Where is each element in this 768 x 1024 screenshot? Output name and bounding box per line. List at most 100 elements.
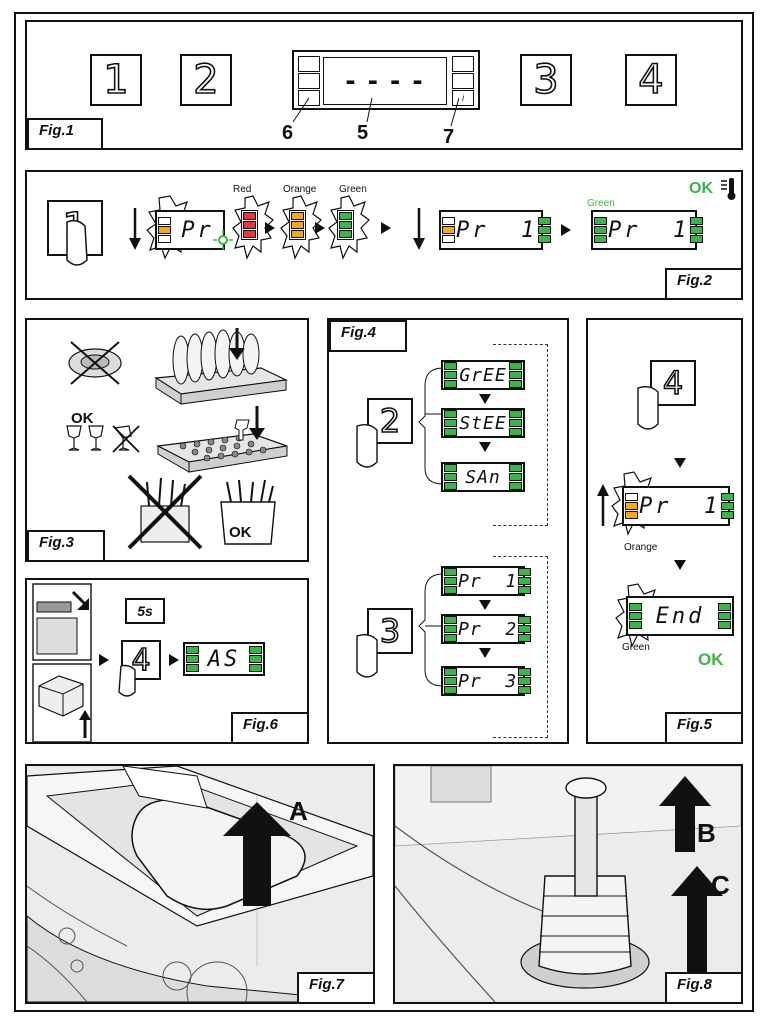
no-cutlery-basket-icon: [127, 474, 203, 550]
fig2-display-pr1-green-text: Pr 1: [608, 217, 690, 243]
step-arrow-down: [479, 600, 491, 610]
callout-6: 6: [282, 122, 294, 144]
fig2-label-orange: Orange: [283, 184, 317, 195]
fig5-display-pr1: Pr 1: [622, 486, 735, 526]
glasses-icon: [66, 425, 140, 453]
fig6-timer-box: 5s: [125, 598, 165, 624]
no-plate-icon: [68, 341, 122, 385]
fig8-illustration: [395, 766, 741, 1002]
down-arrow-icon: [413, 208, 425, 250]
step-arrow-down: [479, 394, 491, 404]
step-arrow-down: [479, 442, 491, 452]
callout-5: 5: [357, 122, 369, 144]
fig5-green-caption: Green: [622, 642, 650, 653]
fig2-display-pr: Pr: [155, 210, 225, 250]
led-column-red: [241, 210, 258, 240]
fig1-display-screen: - - - -: [323, 57, 447, 105]
ok-cutlery-basket-icon: [220, 479, 276, 545]
fig8-label: Fig.8: [665, 972, 741, 1002]
up-arrow-icon: [597, 484, 609, 526]
fig5-ok-text: OK: [698, 650, 724, 669]
fig4-key-2: 2: [367, 398, 413, 444]
fig5-display-end: End: [626, 596, 734, 636]
fig4-display-stee: StEE: [441, 408, 525, 438]
fig2-ok-text: OK: [689, 180, 713, 197]
fig4-display-pr1-text: Pr 1: [458, 570, 518, 592]
step-arrow: [99, 654, 109, 666]
fig4-loop-b: [493, 556, 548, 738]
fig4-bracket-b: [418, 573, 444, 687]
fig1-key-1: 1: [90, 54, 142, 106]
fig7-letter-a: A: [289, 796, 308, 826]
step-arrow-down: [674, 458, 686, 468]
info-icon: i: [452, 90, 474, 106]
step-arrow-down: [674, 560, 686, 570]
fig4-display-san: SAn: [441, 462, 525, 492]
finger-press-icon: [356, 423, 378, 468]
fig8-panel: B C Fig.8: [393, 764, 743, 1004]
finger-press-icon: [637, 385, 659, 430]
fig5-panel: 4 Pr 1 Orange End Green OK Fig.5: [586, 318, 743, 744]
glass-rack-icon: [156, 406, 288, 473]
thermometer-icon: [721, 178, 736, 200]
led-column-green: [337, 210, 354, 240]
fig6-display: AS: [183, 642, 265, 676]
machine-door-icon: [32, 583, 92, 661]
fig4-loop-a: [493, 344, 548, 526]
fig3-ok-small: OK: [71, 410, 94, 427]
finger-press-icon: [118, 664, 136, 697]
fig2-label-red: Red: [233, 184, 252, 195]
fig3-panel: OK OK Fig.3: [25, 318, 309, 562]
box-lift-icon: [32, 663, 92, 743]
step-arrow: [265, 222, 275, 234]
finger-press-icon: [66, 219, 88, 266]
fig1-display-text: - - - -: [345, 64, 425, 97]
fig8-letter-b: B: [697, 818, 716, 848]
finger-press-icon: [356, 633, 378, 678]
fig5-display-end-text: End: [655, 603, 705, 629]
fig5-orange-caption: Orange: [624, 542, 658, 553]
fig1-key-4: 4: [625, 54, 677, 106]
fig2-display-pr1-text: Pr 1: [456, 217, 538, 243]
plate-rack-icon: [154, 328, 289, 405]
fig4-display-pr1: Pr 1: [441, 566, 532, 596]
fig3-ok-box: OK: [229, 524, 252, 541]
fig2-label-green: Green: [339, 184, 367, 195]
fig2-display-pr1-green: Pr 1: [591, 210, 704, 250]
fig1-key-3: 3: [520, 54, 572, 106]
fig2-display-pr1-orange: Pr 1: [439, 210, 552, 250]
fig4-display-pr3-text: Pr 3: [458, 670, 518, 692]
led-column-orange: [289, 210, 306, 240]
fig6-label: Fig.6: [231, 712, 309, 744]
fig2-display-pr-text: Pr: [181, 217, 214, 243]
fig7-panel: A Fig.7: [25, 764, 375, 1004]
fig1-leader-lines: [292, 97, 460, 127]
fig2-panel: 1 Pr Red Orange Green: [25, 170, 743, 300]
fig1-control-panel: i - - - -: [292, 50, 480, 110]
step-arrow: [381, 222, 391, 234]
down-arrow-icon: [129, 208, 141, 250]
fig4-label: Fig.4: [329, 320, 407, 352]
fig5-label: Fig.5: [665, 712, 743, 744]
fig3-label: Fig.3: [27, 530, 105, 562]
fig4-display-san-text: SAn: [465, 466, 501, 488]
fig4-display-pr2: Pr 2: [441, 614, 532, 644]
fig2-green-caption: Green: [587, 198, 615, 209]
callout-7: 7: [443, 126, 455, 148]
fig4-display-gree: GrEE: [441, 360, 525, 390]
fig1-label: Fig.1: [27, 118, 103, 150]
fig6-panel: 5s 4 AS Fig.6: [25, 578, 309, 744]
fig1-panel: 1 2 3 4 i - - - - 6 5 7 Fig.1: [25, 20, 743, 150]
fig1-key-2: 2: [180, 54, 232, 106]
fig5-display-pr1-text: Pr 1: [639, 493, 721, 519]
fig6-display-text: AS: [207, 646, 241, 672]
fig4-bracket-a: [418, 367, 444, 485]
fig7-label: Fig.7: [297, 972, 373, 1002]
fig4-display-pr2-text: Pr 2: [458, 618, 518, 640]
fig8-letter-c: C: [711, 870, 730, 900]
fig4-panel: Fig.4 2 GrEE StEE SAn 3 Pr 1: [327, 318, 569, 744]
step-arrow: [561, 224, 571, 236]
fig4-display-gree-text: GrEE: [459, 364, 507, 386]
fig7-illustration: [27, 766, 373, 1002]
step-arrow: [169, 654, 179, 666]
